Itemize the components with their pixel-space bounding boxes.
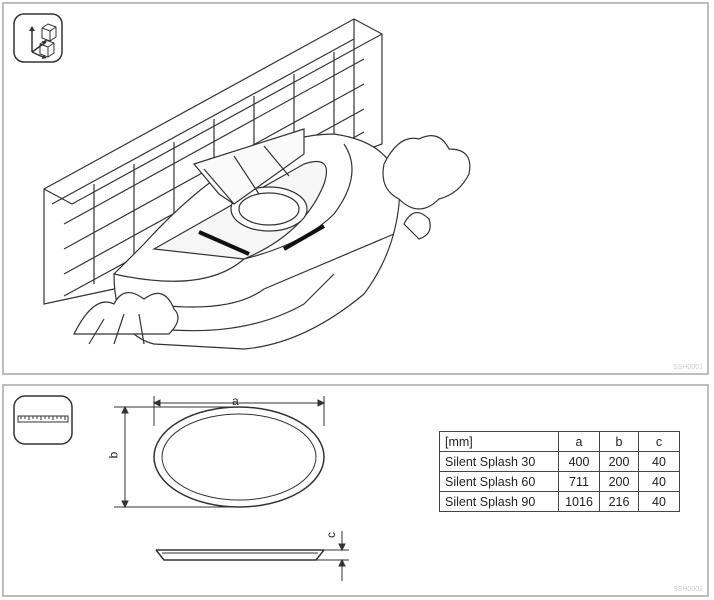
model-name: Silent Splash 90 bbox=[439, 491, 559, 512]
header-c: c bbox=[638, 431, 680, 452]
dimension-label-c: c bbox=[324, 532, 338, 538]
value-a: 711 bbox=[558, 471, 600, 492]
model-name: Silent Splash 60 bbox=[439, 471, 559, 492]
dimensions-table: [mm] a b c Silent Splash 30 400 200 40 S… bbox=[439, 431, 680, 512]
value-a: 400 bbox=[558, 451, 600, 472]
value-c: 40 bbox=[638, 471, 680, 492]
dimension-label-a: a bbox=[232, 394, 239, 408]
figure-code: SSH0001 bbox=[673, 364, 703, 371]
value-b: 216 bbox=[599, 491, 639, 512]
figure-code: SSH0002 bbox=[673, 586, 703, 593]
header-unit: [mm] bbox=[439, 431, 559, 452]
fountain-wall-illustration bbox=[43, 18, 471, 350]
table-row: Silent Splash 60 711 200 40 bbox=[439, 471, 680, 492]
table-row: Silent Splash 30 400 200 40 bbox=[439, 451, 680, 472]
value-a: 1016 bbox=[558, 491, 600, 512]
value-b: 200 bbox=[599, 451, 639, 472]
ruler-icon bbox=[12, 394, 74, 446]
model-name: Silent Splash 30 bbox=[439, 451, 559, 472]
header-b: b bbox=[599, 431, 639, 452]
value-c: 40 bbox=[638, 451, 680, 472]
basin-dimension-drawing bbox=[114, 396, 349, 581]
header-a: a bbox=[558, 431, 600, 452]
table-row: Silent Splash 90 1016 216 40 bbox=[439, 491, 680, 512]
isometric-view-icon bbox=[12, 12, 64, 64]
table-header-row: [mm] a b c bbox=[439, 431, 680, 452]
value-b: 200 bbox=[599, 471, 639, 492]
dimensions-panel: a b c [mm] a b c Silent Splash 30 400 20… bbox=[2, 384, 709, 597]
value-c: 40 bbox=[638, 491, 680, 512]
installation-illustration-panel: SSH0001 bbox=[2, 2, 709, 375]
dimension-label-b: b bbox=[106, 451, 121, 459]
